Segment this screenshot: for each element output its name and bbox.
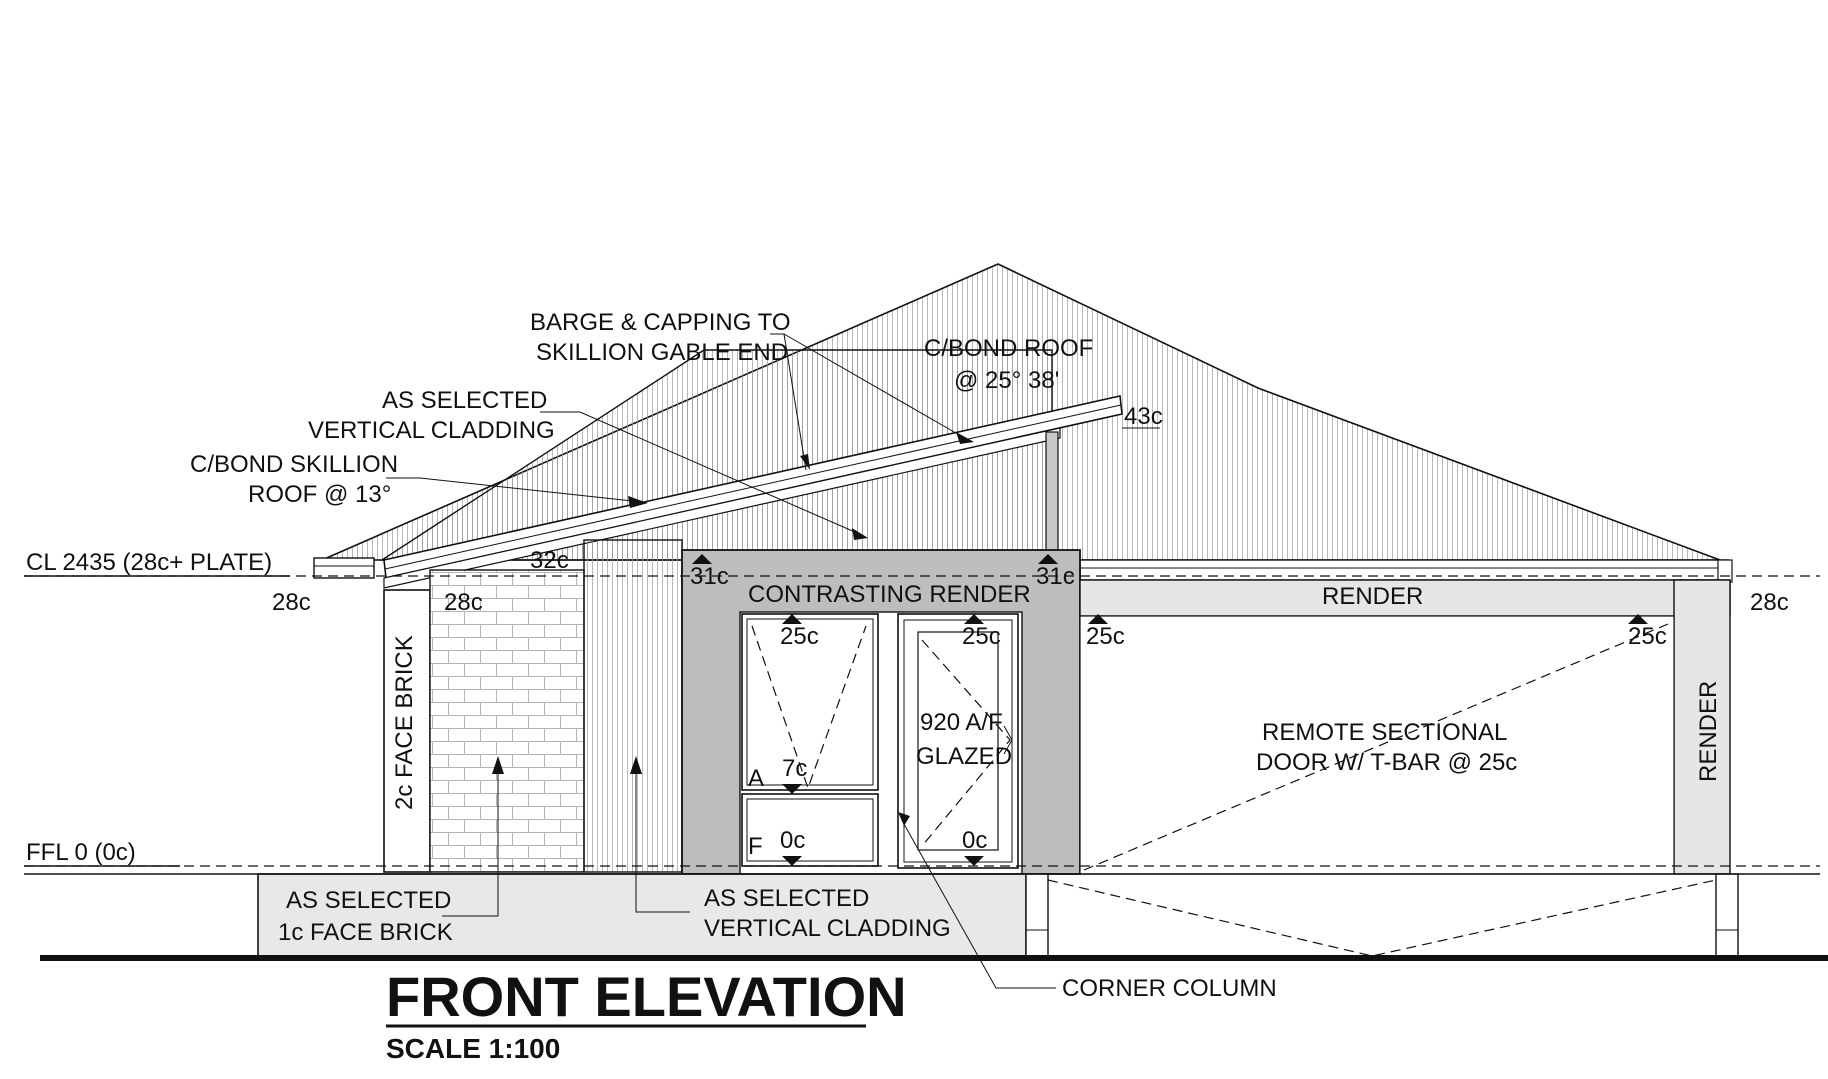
cbond-roof-label-line1: C/BOND ROOF [924, 335, 1093, 362]
render-beam-label: RENDER [1322, 583, 1423, 610]
level-labels: CL 2435 (28c+ PLATE) FFL 0 (0c) [26, 549, 272, 866]
ceiling-level-label: CL 2435 (28c+ PLATE) [26, 549, 272, 576]
course-28c-brick: 28c [444, 589, 483, 616]
face-brick-wall [429, 569, 585, 873]
face-brick-pier [383, 589, 431, 873]
course-32c: 32c [530, 547, 569, 574]
drawing-title: FRONT ELEVATION [386, 965, 907, 1028]
skillion-label-line2: ROOF @ 13° [248, 481, 391, 508]
course-7c: 7c [782, 755, 807, 782]
render-pier-label: RENDER [1695, 681, 1722, 782]
course-25c-garage-right: 25c [1628, 623, 1667, 650]
course-mark-labels: 43c 32c 31c 31c 28c 28c 28c 25c 25c 25c … [272, 403, 1789, 854]
garage-render-beam [1079, 579, 1731, 617]
cladding-top-label-line1: AS SELECTED [382, 387, 547, 414]
course-28c-right: 28c [1750, 589, 1789, 616]
corner-column-label: CORNER COLUMN [1062, 975, 1277, 1002]
course-31c-left: 31c [690, 563, 729, 590]
course-25c-door: 25c [962, 623, 1001, 650]
left-gutter [313, 557, 375, 579]
course-0c-window: 0c [780, 827, 805, 854]
garage-door-label-line2: DOOR W/ T-BAR @ 25c [1256, 749, 1517, 776]
garage-door-label-line1: REMOTE SECTIONAL [1262, 719, 1507, 746]
slab-footing [257, 873, 1739, 957]
brick-label-line1: AS SELECTED [286, 887, 451, 914]
drawing-scale: SCALE 1:100 [386, 1033, 560, 1064]
course-31c-right: 31c [1036, 563, 1075, 590]
garage-door [1079, 615, 1675, 875]
course-43c: 43c [1124, 403, 1163, 430]
annotation-labels: BARGE & CAPPING TO SKILLION GABLE END AS… [190, 309, 1722, 1002]
leader-lines [386, 333, 1160, 989]
brick-label-line2: 1c FACE BRICK [278, 919, 453, 946]
barge-label-line2: SKILLION GABLE END [536, 339, 788, 366]
barge-label-line1: BARGE & CAPPING TO [530, 309, 791, 336]
title-block: FRONT ELEVATION SCALE 1:100 [386, 965, 907, 1064]
main-fascia [1079, 559, 1733, 583]
floor-level-label: FFL 0 (0c) [26, 839, 136, 866]
glazed-label-line2: GLAZED [916, 743, 1012, 770]
skillion-label-line1: C/BOND SKILLION [190, 451, 398, 478]
course-28c-left: 28c [272, 589, 311, 616]
cladding-top-label-line2: VERTICAL CLADDING [308, 417, 555, 444]
cladding-bottom-label-line2: VERTICAL CLADDING [704, 915, 951, 942]
course-25c-window: 25c [780, 623, 819, 650]
garage-render-pier [1673, 579, 1731, 875]
glazed-label-line1: 920 A/F [920, 709, 1003, 736]
course-25c-garage-left: 25c [1086, 623, 1125, 650]
level-datum-lines [24, 575, 1820, 867]
cbond-roof-label-line2: @ 25° 38' [954, 367, 1059, 394]
ground-line [24, 873, 1828, 961]
window-type-a: A [748, 765, 764, 792]
entry-door [897, 613, 1019, 869]
course-0c-door: 0c [962, 827, 987, 854]
window-type-f: F [748, 833, 763, 860]
front-window [741, 613, 879, 867]
vertical-cladding-wall [583, 539, 683, 873]
contrasting-render-label: CONTRASTING RENDER [748, 581, 1031, 608]
skillion-post [1045, 431, 1059, 553]
face-brick-2c-label: 2c FACE BRICK [391, 635, 418, 810]
course-markers [692, 554, 1648, 866]
cladding-bottom-label-line1: AS SELECTED [704, 885, 869, 912]
